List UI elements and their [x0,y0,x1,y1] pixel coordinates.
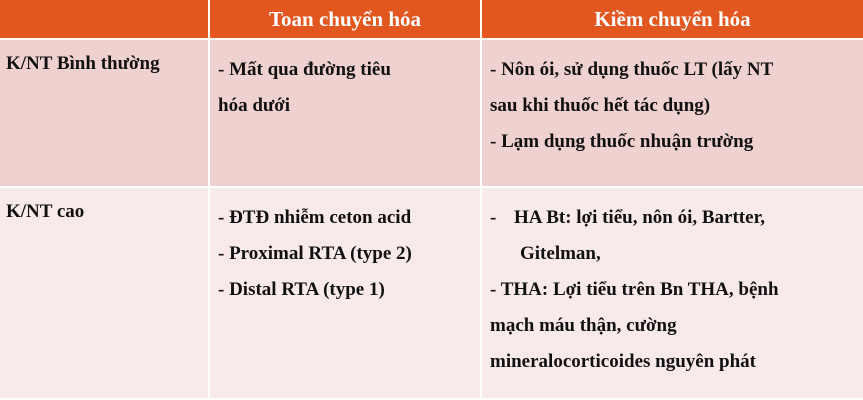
cell-line: -HA Bt: lợi tiểu, nôn ói, Bartter, [490,200,857,236]
cell-line: Gitelman, [520,243,601,265]
row-label: K/NT cao [0,187,210,400]
bullet-dash: - [490,207,497,228]
row-label: K/NT Bình thường [0,39,210,188]
cell-text: HA Bt: lợi tiểu, nôn ói, Bartter, [514,207,766,228]
alkalosis-cell: -HA Bt: lợi tiểu, nôn ói, Bartter, Gitel… [481,187,863,400]
table-row-normal-potassium: K/NT Bình thường - Mất qua đường tiêu hó… [0,39,863,188]
cell-line: sau khi thuốc hết tác dụng) [490,95,711,117]
header-empty-cell [0,0,210,40]
table-row-high-potassium: K/NT cao - ĐTĐ nhiễm ceton acid - Proxim… [0,187,863,400]
cell-line: - ĐTĐ nhiễm ceton acid [218,207,412,228]
cell-line: - Lạm dụng thuốc nhuận trường [490,131,754,153]
cell-line: hóa dưới [218,95,291,117]
alkalosis-cell: - Nôn ói, sử dụng thuốc LT (lấy NT sau k… [481,39,863,188]
cell-line: - Nôn ói, sử dụng thuốc LT (lấy NT [490,59,774,80]
cell-line: - Proximal RTA (type 2) [218,243,412,265]
acidosis-cell: - Mất qua đường tiêu hóa dưới [209,39,482,188]
header-metabolic-alkalosis: Kiềm chuyển hóa [481,0,863,40]
header-metabolic-acidosis: Toan chuyển hóa [209,0,482,40]
cell-line: mineralocorticoides nguyên phát [490,351,756,373]
header-row: Toan chuyển hóa Kiềm chuyển hóa [0,0,863,40]
cell-line: - Distal RTA (type 1) [218,279,385,301]
cell-line: - THA: Lợi tiểu trên Bn THA, bệnh [490,279,779,301]
cell-line: mạch máu thận, cường [490,315,677,337]
cell-line: - Mất qua đường tiêu [218,59,391,80]
acidosis-cell: - ĐTĐ nhiễm ceton acid - Proximal RTA (t… [209,187,482,400]
